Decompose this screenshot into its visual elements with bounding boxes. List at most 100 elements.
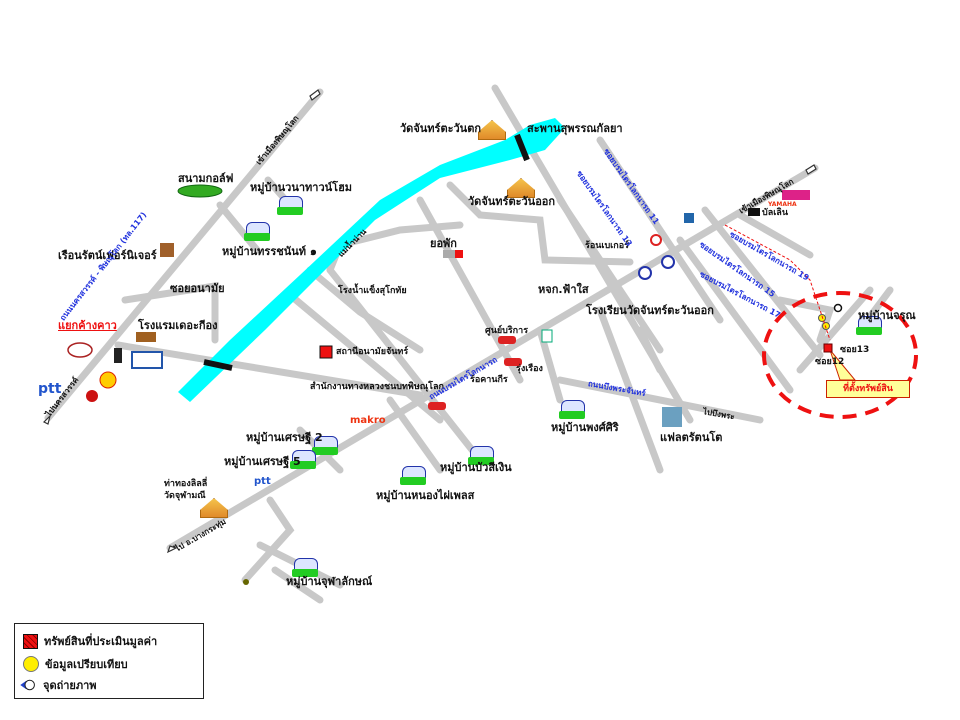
road-east-4	[636, 326, 664, 374]
road-diagonal-3	[326, 266, 484, 464]
label-village-chanan: หมู่บ้านทรรชนันท์ ๑	[222, 245, 317, 258]
bridge-west	[203, 359, 233, 371]
property-location-callout: ที่ตั้งทรัพย์สิน	[826, 380, 910, 398]
village-icon	[400, 466, 426, 486]
shell-icon	[99, 371, 117, 389]
label-temple-west: วัดจันทร์ตะวันตก	[400, 122, 481, 135]
arrow-southwest-icon	[166, 545, 178, 554]
bridges	[203, 133, 530, 371]
golf-course-icon	[177, 184, 223, 198]
arrow-nakhon-icon	[42, 414, 52, 425]
label-bridge: สะพานสุพรรณกัลยา	[527, 122, 623, 135]
village-icon	[244, 222, 270, 242]
arrow-north-icon	[309, 89, 321, 101]
label-ptt-south: ptt	[254, 476, 271, 487]
bank-icon-2	[661, 255, 675, 269]
police-light	[455, 250, 463, 258]
road-south-1	[241, 496, 295, 584]
road-east-1	[556, 376, 764, 424]
road-diagonal-1	[286, 291, 444, 424]
label-temple-south: วัดจุฬามณี	[164, 491, 206, 501]
village-icon	[290, 450, 316, 470]
map-legend: ทรัพย์สินที่ประเมินมูลค่า ข้อมูลเปรียบเท…	[14, 623, 204, 699]
label-village-nongfai: หมู่บ้านหนองไผ่เพลส	[376, 489, 475, 502]
label-government: สำนักงานทางหลวงชนบทพิษณุโลก	[310, 382, 444, 392]
label-ptt: ptt	[38, 381, 62, 397]
label-village-chula: หมู่บ้านจุฬาลักษณ์	[286, 575, 373, 588]
label-village-buasil: หมู่บ้านบัวสีเงิน	[440, 461, 512, 474]
yellow-circle-icon	[23, 656, 39, 672]
road-west-bridge	[114, 341, 424, 399]
furniture-icon	[160, 243, 174, 257]
road-soi-5	[736, 211, 814, 259]
label-soi: ซอยอนามัย	[170, 282, 225, 295]
bank-icon-3	[650, 234, 662, 246]
village-icon	[468, 446, 494, 466]
red-hatched-square-icon	[23, 633, 38, 649]
car-icon-2	[504, 358, 522, 366]
label-bus-station: หจก.ฟ้าใส	[538, 283, 589, 296]
road-south-5	[386, 396, 444, 474]
road-soi-anamai	[121, 281, 219, 344]
comparison-point-1	[818, 314, 826, 322]
river-nan	[178, 118, 565, 402]
camera-direction-icon	[20, 679, 35, 691]
car-icon-1	[498, 336, 516, 344]
legend-item-comparison: ข้อมูลเปรียบเทียบ	[23, 655, 128, 673]
caltex-icon	[86, 390, 98, 402]
label-store: ร้อนเบเกอร์	[585, 241, 629, 251]
label-service: ศูนย์บริการ	[485, 326, 529, 336]
label-apartment: แฟลตรัตนโต	[660, 431, 723, 444]
store-pink-icon	[782, 190, 810, 200]
label-lumber: รุ่งเรือง	[516, 364, 543, 374]
traffic-light-icon	[114, 348, 122, 363]
road-soi-2	[556, 196, 664, 354]
route-line	[724, 224, 831, 341]
label-village-wanasawan: หมู่บ้านวนาทาวน์โฮม	[250, 181, 353, 194]
label-village-setthasiri5: หมู่บ้านเศรษฐี 5	[224, 455, 301, 468]
label-police: ยอพัก	[430, 237, 457, 250]
village-icon	[277, 196, 303, 216]
label-golf-course: สนามกอล์ฟ	[178, 172, 234, 185]
label-garage: ร้อคานกีร	[470, 375, 508, 385]
target-circle	[762, 291, 918, 419]
brand-icons	[67, 184, 810, 585]
toyota-icon	[67, 342, 93, 358]
road-soi-3	[676, 236, 794, 394]
store-black-icon	[748, 208, 760, 216]
tesco-icon	[131, 351, 163, 369]
label-target-soi: ซอย13	[840, 345, 870, 355]
road-diagonal-2	[416, 196, 524, 384]
road-south-3	[271, 566, 324, 604]
label-factory: โรงน้ำแข็งสุโกทัย	[338, 286, 407, 296]
village-icon	[856, 316, 882, 336]
road-soi-4	[701, 206, 824, 359]
bank-icon-4	[684, 213, 694, 223]
village-icon	[292, 558, 318, 578]
target-area	[724, 224, 918, 419]
road-east-3	[596, 306, 664, 474]
village-icon	[312, 436, 338, 456]
direction-arrows	[42, 89, 817, 554]
label-intersection: แยกค้างคาว	[58, 319, 117, 332]
village-icon	[559, 400, 585, 420]
label-temple-east: วัดจันทร์ตะวันออก	[468, 195, 556, 208]
label-village-setthasiri2: หมู่บ้านเศรษฐี 2	[246, 431, 323, 444]
legend-label: ข้อมูลเปรียบเทียบ	[45, 658, 128, 671]
road-target-2	[796, 286, 874, 374]
label-village-east: หมู่บ้านจรุณ	[858, 309, 916, 322]
legend-label: ทรัพย์สินที่ประเมินมูลค่า	[44, 635, 158, 648]
clinic-icon	[319, 345, 333, 359]
label-makro: makro	[350, 415, 386, 426]
apartment-icon	[662, 407, 682, 427]
photo-point-icon	[833, 303, 843, 313]
target-property-icon	[823, 343, 833, 353]
roads	[44, 84, 894, 604]
road-temple-loop	[446, 181, 634, 266]
road-soi-1	[596, 136, 724, 324]
bank-icon-1	[638, 266, 652, 280]
comparison-point-2	[822, 322, 830, 330]
bridge-north	[514, 133, 530, 162]
legend-label: จุดถ่ายภาพ	[43, 679, 97, 692]
